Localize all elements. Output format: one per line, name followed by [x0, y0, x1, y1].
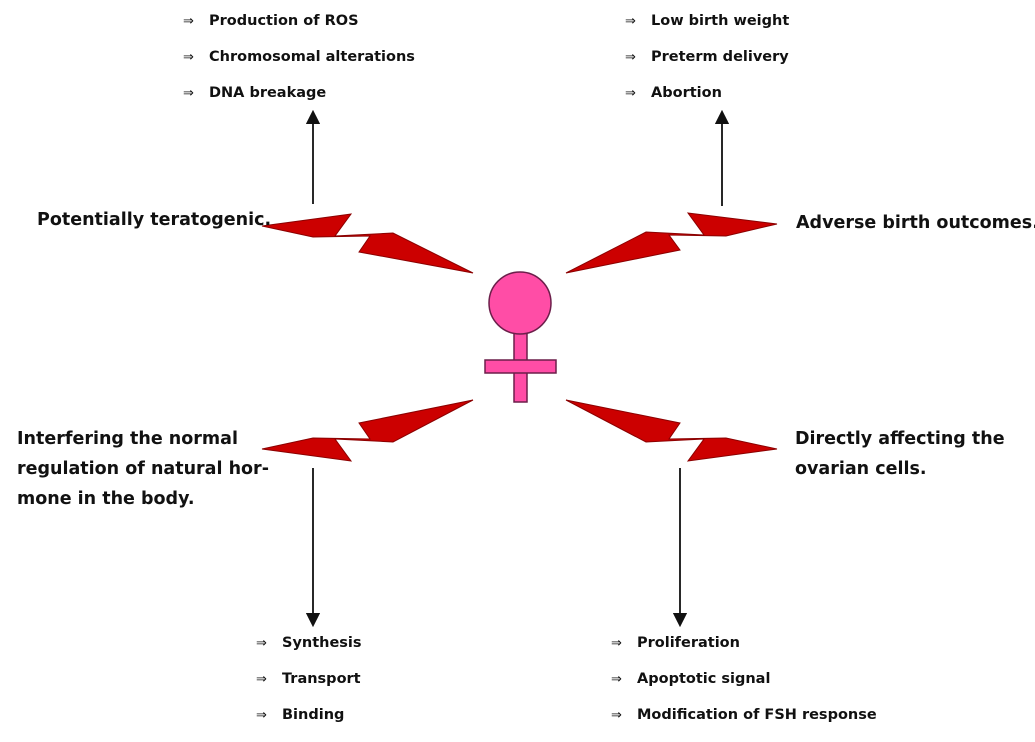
top-left-outcome-list: ⇒Production of ROS ⇒Chromosomal alterati…: [183, 12, 415, 120]
bottom-left-outcome-list: ⇒Synthesis ⇒Transport ⇒Binding: [256, 634, 362, 742]
list-item: ⇒Chromosomal alterations: [183, 49, 415, 65]
list-item: ⇒Low birth weight: [625, 13, 790, 29]
lightning-bolt-icon-bottom-left: [261, 399, 474, 462]
list-item: ⇒DNA breakage: [183, 85, 327, 101]
top-right-outcome-list: ⇒Low birth weight ⇒Preterm delivery ⇒Abo…: [625, 12, 789, 120]
double-arrow-icon: ⇒: [256, 635, 267, 651]
effect-label-bottom-right: Directly affecting the ovarian cells.: [795, 429, 1005, 479]
double-arrow-icon: ⇒: [625, 49, 636, 65]
list-item: ⇒Proliferation: [611, 635, 740, 651]
effect-label-top-left: Potentially teratogenic.: [37, 210, 272, 230]
effect-label-bottom-left: Interfering the normal regulation of nat…: [17, 429, 269, 509]
lightning-bolt-icon-top-left: [261, 213, 474, 274]
bottom-right-outcome-list: ⇒Proliferation ⇒Apoptotic signal ⇒Modifi…: [611, 634, 877, 742]
double-arrow-icon: ⇒: [183, 49, 194, 65]
female-symbol-icon: [484, 271, 557, 403]
double-arrow-icon: ⇒: [611, 707, 622, 723]
double-arrow-icon: ⇒: [256, 671, 267, 687]
double-arrow-icon: ⇒: [611, 671, 622, 687]
double-arrow-icon: ⇒: [183, 85, 194, 101]
list-item: ⇒Preterm delivery: [625, 49, 789, 65]
list-item: ⇒Transport: [256, 671, 361, 687]
diagram-graphics: [261, 109, 778, 628]
double-arrow-icon: ⇒: [256, 707, 267, 723]
list-item: ⇒Production of ROS: [183, 13, 359, 29]
double-arrow-icon: ⇒: [611, 635, 622, 651]
double-arrow-icon: ⇒: [183, 13, 194, 29]
diagram-canvas: ⇒Production of ROS ⇒Chromosomal alterati…: [17, 12, 1035, 723]
list-item: ⇒Binding: [256, 707, 345, 723]
double-arrow-icon: ⇒: [625, 13, 636, 29]
effect-label-top-right: Adverse birth outcomes.: [796, 213, 1035, 233]
list-item: ⇒Apoptotic signal: [611, 671, 771, 687]
double-arrow-icon: ⇒: [625, 85, 636, 101]
lightning-bolt-icon-bottom-right: [565, 399, 778, 462]
list-item: ⇒Modification of FSH response: [611, 707, 877, 723]
list-item: ⇒Abortion: [625, 85, 722, 101]
list-item: ⇒Synthesis: [256, 635, 362, 651]
lightning-bolt-icon-top-right: [565, 212, 778, 274]
